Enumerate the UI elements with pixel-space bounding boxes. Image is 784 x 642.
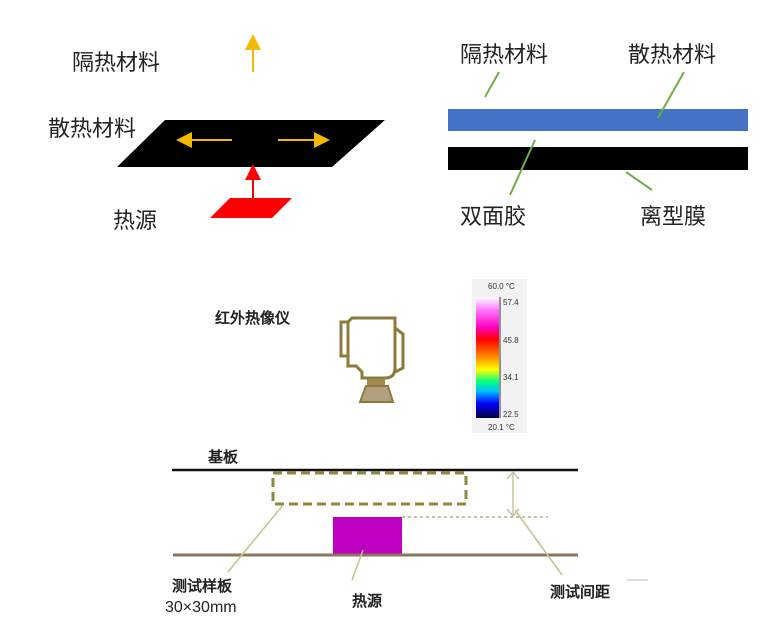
colorbar-tick: 34.1 bbox=[503, 373, 519, 382]
leader-line bbox=[625, 171, 653, 191]
spreader-label: 散热材料 bbox=[48, 117, 136, 142]
panel-layer-stack: 隔热材料 散热材料 双面胶 离型膜 bbox=[448, 43, 748, 230]
insulation-layer bbox=[448, 109, 748, 131]
distance-double-arrow-icon bbox=[506, 470, 520, 518]
spreader-layer bbox=[448, 147, 748, 170]
sample-label: 测试样板 bbox=[172, 577, 233, 595]
leader-line bbox=[351, 549, 364, 581]
leader-line bbox=[227, 504, 284, 573]
colorbar-tick: 57.4 bbox=[503, 298, 519, 307]
sample-size: 30×30mm bbox=[165, 599, 237, 616]
panel-heat-flow: 隔热材料 散热材料 热源 bbox=[48, 34, 385, 234]
tape-label: 双面胶 bbox=[460, 205, 526, 230]
spreader-sheet bbox=[117, 120, 385, 167]
leader-line bbox=[509, 139, 536, 196]
colorbar-tick: 22.5 bbox=[503, 410, 519, 419]
heat-source-label: 热源 bbox=[113, 209, 157, 234]
insulation-layer-label: 隔热材料 bbox=[460, 43, 548, 68]
test-sample-outline bbox=[271, 471, 468, 506]
heat-source-block bbox=[333, 517, 402, 554]
temperature-colorbar: 60.0 °C 57.4 45.8 34.1 22.5 20.1 °C bbox=[472, 279, 527, 433]
camera-label: 红外热像仪 bbox=[215, 309, 291, 327]
insulation-label: 隔热材料 bbox=[72, 51, 160, 76]
colorbar-min: 20.1 °C bbox=[488, 423, 515, 432]
substrate-label: 基板 bbox=[207, 448, 239, 466]
release-film-label: 离型膜 bbox=[640, 205, 706, 230]
thermal-camera-icon bbox=[339, 316, 405, 403]
heat-source-label-c: 热源 bbox=[352, 592, 382, 610]
leader-line bbox=[514, 509, 563, 576]
leader-line bbox=[484, 71, 500, 98]
distance-label: 测试间距 bbox=[550, 583, 610, 601]
leader-line bbox=[657, 71, 685, 119]
panel-test-setup: 红外热像仪 60.0 °C 57.4 45.8 34.1 22.5 20.1 °… bbox=[165, 279, 648, 616]
colorbar-max: 60.0 °C bbox=[488, 282, 515, 291]
heat-source-block bbox=[210, 198, 292, 218]
colorbar-tick: 45.8 bbox=[503, 336, 519, 345]
spreader-layer-label: 散热材料 bbox=[628, 43, 716, 68]
